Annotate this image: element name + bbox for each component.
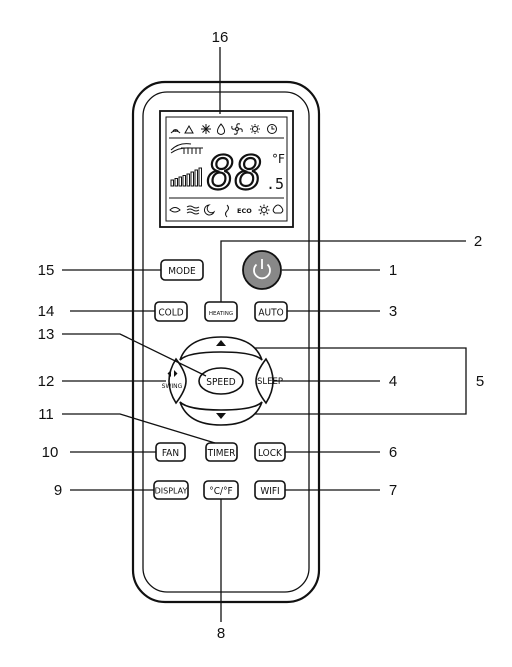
sun-icon [250, 124, 260, 134]
lock-icon [272, 204, 284, 214]
timer-button[interactable]: TIMER [205, 442, 238, 462]
lock-button-label: LOCK [258, 448, 283, 459]
fan-button[interactable]: FAN [155, 442, 186, 462]
temperature-unit-button[interactable]: °C/°F [203, 480, 239, 500]
callout-12: 12 [38, 373, 55, 390]
auto-button[interactable]: AUTO [254, 301, 288, 322]
heating-button-label: HEATING [209, 311, 233, 317]
timer-button-label: TIMER [207, 448, 236, 459]
recycle-icon [184, 124, 194, 134]
callout-5: 5 [476, 373, 484, 390]
callout-6: 6 [389, 444, 397, 461]
fan-icon [231, 123, 243, 135]
lock-button[interactable]: LOCK [254, 442, 286, 462]
auto-button-label: AUTO [258, 308, 283, 319]
sleep-button-label: SLEEP [257, 377, 283, 387]
wifi-button-label: WIFI [260, 486, 279, 497]
sleep-icon [203, 204, 216, 216]
lcd-temperature-digits: 88 [207, 146, 262, 200]
mode-button-label: MODE [168, 266, 196, 277]
callout-14: 14 [38, 303, 55, 320]
person-icon [225, 204, 229, 218]
callout-10: 10 [42, 444, 59, 461]
temperature-unit-button-label: °C/°F [209, 486, 233, 497]
lcd-fan-speed-bars [170, 167, 202, 187]
speed-button[interactable]: SPEED [198, 367, 244, 395]
lcd-top-icons [170, 123, 277, 135]
sleep-button[interactable]: SLEEP [255, 357, 283, 405]
callout-13: 13 [38, 326, 55, 343]
power-icon [253, 263, 271, 280]
callout-2: 2 [474, 233, 482, 250]
callout-8: 8 [217, 625, 225, 642]
callout-7: 7 [389, 482, 397, 499]
fan-button-label: FAN [162, 448, 179, 459]
swing-button[interactable]: SWING [162, 357, 187, 405]
down-button[interactable] [179, 401, 263, 426]
swing-button-label: SWING [162, 383, 183, 390]
callout-1: 1 [389, 262, 397, 279]
callout-9: 9 [54, 482, 62, 499]
callout-15: 15 [38, 262, 55, 279]
eco-icon: ECO [237, 207, 252, 215]
leader-lines [62, 47, 467, 622]
callout-11: 11 [38, 406, 54, 423]
cold-button-label: COLD [158, 308, 183, 319]
mode-button[interactable]: MODE [160, 259, 204, 281]
lcd-bottom-icons: ECO [169, 204, 284, 218]
heating-button[interactable]: HEATING [204, 301, 238, 322]
power-button[interactable] [242, 250, 282, 290]
callout-16: 16 [212, 29, 229, 46]
callout-3: 3 [389, 303, 397, 320]
display-button-label: DISPLAY [155, 487, 188, 496]
callout-4: 4 [389, 373, 397, 390]
display-button[interactable]: DISPLAY [153, 480, 189, 500]
leaf-icon [169, 207, 181, 213]
snowflake-icon [201, 124, 211, 134]
lcd-unit: °F [272, 152, 285, 166]
up-button[interactable] [179, 336, 263, 361]
gear-icon [258, 204, 270, 216]
lcd-swing-graphic [170, 143, 203, 154]
cold-button[interactable]: COLD [154, 301, 188, 322]
clock-icon [267, 124, 277, 134]
lcd-decimal: .5 [266, 175, 284, 193]
lcd-screen-outer [159, 110, 294, 228]
lcd-screen-inner [165, 116, 288, 222]
speed-button-label: SPEED [206, 377, 236, 388]
wind-icon [186, 205, 200, 215]
wifi-button[interactable]: WIFI [254, 480, 286, 500]
remote-body-inner [142, 91, 310, 593]
drop-icon [216, 123, 226, 135]
arrow-up-icon [216, 340, 226, 346]
swing-arrows-icon [167, 370, 178, 377]
arrow-down-icon [216, 413, 226, 419]
